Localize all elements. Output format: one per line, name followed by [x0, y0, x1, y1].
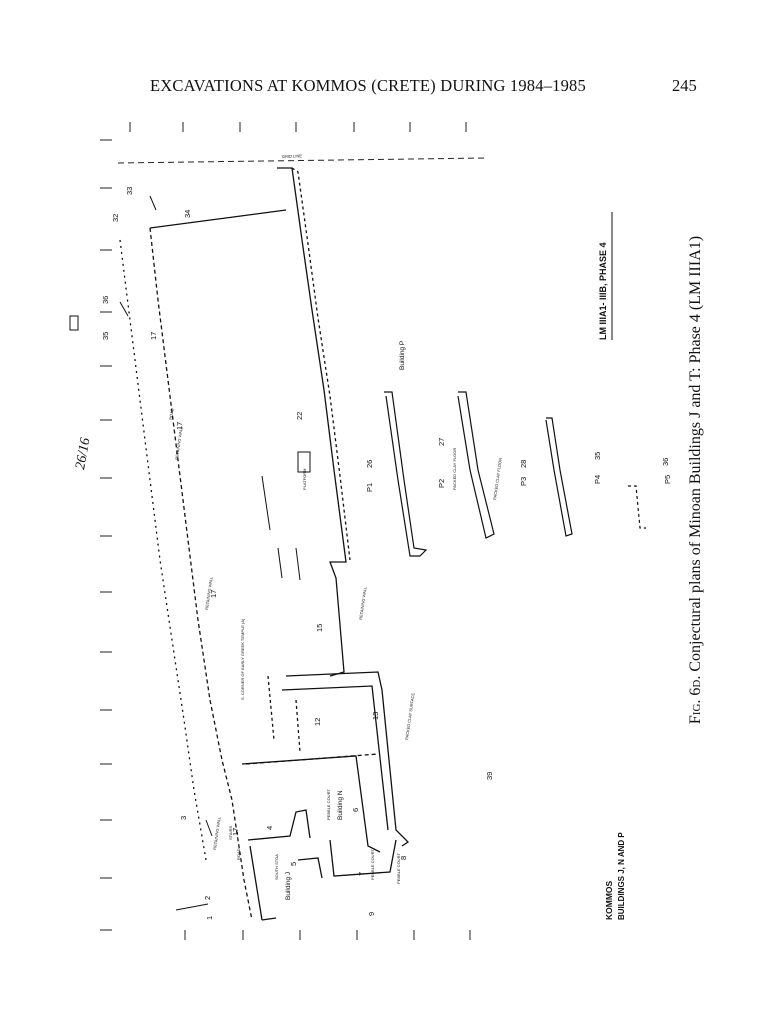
figure-label: Fig. 6d. [687, 675, 704, 725]
road-label: ROAD [168, 408, 175, 420]
room-number: 35 [101, 332, 110, 340]
room-number: 2 [203, 896, 212, 900]
room-number: 28 [519, 460, 528, 468]
room-number: 6 [351, 808, 360, 812]
phase-title-block: LM IIIA1- IIIB, PHASE 4 [598, 212, 613, 340]
site-subtitle: BUILDINGS J, N AND P [617, 832, 626, 920]
room-number: 27 [437, 438, 446, 446]
pebble-court-label: PEBBLE COURT [370, 849, 375, 880]
figure-caption: Fig. 6d. Conjectural plans of Minoan Bui… [687, 236, 705, 724]
handwritten-note: 26/16 [73, 437, 93, 471]
packed-clay-surface-label: PACKED CLAY SURFACE [404, 692, 416, 740]
room-number: 17 [231, 828, 240, 836]
retaining-wall-label: RETAINING WALL [174, 426, 184, 460]
pillar-label: P1 [365, 483, 374, 492]
room-number: 34 [183, 210, 192, 218]
page-number: 245 [672, 76, 697, 95]
building-n-label: Building N [337, 790, 344, 820]
packed-clay-floor-label: PACKED CLAY FLOOR [452, 448, 457, 490]
platform-label: PLATFORM [302, 469, 307, 490]
running-title: EXCAVATIONS AT KOMMOS (CRETE) DURING 198… [150, 76, 586, 95]
retaining-wall-label: RETAINING WALL [212, 816, 222, 850]
pillar-label: P4 [593, 475, 602, 484]
room-number: 3 [179, 816, 188, 820]
stairs-label: STAIRS [228, 826, 233, 840]
room-number: 36 [661, 458, 670, 466]
pillar-label: P5 [663, 475, 672, 484]
grid-line [117, 157, 487, 164]
room-number: 1 [205, 916, 214, 920]
room-number: 15 [315, 624, 324, 632]
room-number: 4 [265, 826, 274, 830]
plan-labels: Building P Building N Building J RETAINI… [73, 187, 672, 920]
site-title: KOMMOS [604, 880, 614, 920]
pillar-bases [384, 391, 646, 557]
room-number: 17 [209, 590, 218, 598]
room-number: 13 [371, 712, 380, 720]
room-number: 8 [399, 856, 408, 860]
south-stoa-label: SOUTH STOA [274, 854, 279, 880]
room-number: 26 [365, 460, 374, 468]
room-number: 7 [357, 872, 366, 876]
pillar-label: P2 [437, 479, 446, 488]
room-number: 5 [289, 862, 298, 866]
pebble-court-label: PEBBLE COURT [326, 789, 331, 820]
room-number: 17 [175, 422, 184, 430]
building-walls [119, 167, 410, 921]
grid-line-label: GRID LINE [282, 153, 302, 159]
pebble-court-label: PEBBLE COURT [396, 853, 401, 884]
room-number: 39 [485, 772, 494, 780]
room-number: 33 [125, 187, 134, 195]
page-header: EXCAVATIONS AT KOMMOS (CRETE) DURING 198… [0, 76, 782, 104]
road-label: ROAD [236, 848, 241, 860]
room-number: 22 [295, 412, 304, 420]
site-title-block: KOMMOS BUILDINGS J, N AND P [604, 832, 626, 920]
figure-caption-text: Conjectural plans of Minoan Buildings J … [687, 235, 704, 672]
building-p-label: Building P [399, 341, 406, 370]
grid-ticks [100, 122, 471, 940]
room-number: 17 [149, 332, 158, 340]
packed-clay-floor-label: PACKED CLAY FLOOR [492, 458, 503, 501]
retaining-wall-label: RETAINING WALL [204, 576, 214, 610]
room-number: 36 [101, 296, 110, 304]
retaining-wall-label: RETAINING WALL [358, 586, 368, 620]
room-number: 35 [593, 452, 602, 460]
room-number: 12 [313, 718, 322, 726]
corner-note-label: S. CORNER OF EARLY GREEK TEMPLE (A) [240, 618, 245, 700]
room-number: 32 [111, 214, 120, 222]
room-number: 9 [367, 912, 376, 916]
minor-details [69, 195, 311, 911]
building-j-label: Building J [285, 872, 292, 900]
pillar-label: P3 [519, 477, 528, 486]
phase-title: LM IIIA1- IIIB, PHASE 4 [598, 242, 608, 340]
